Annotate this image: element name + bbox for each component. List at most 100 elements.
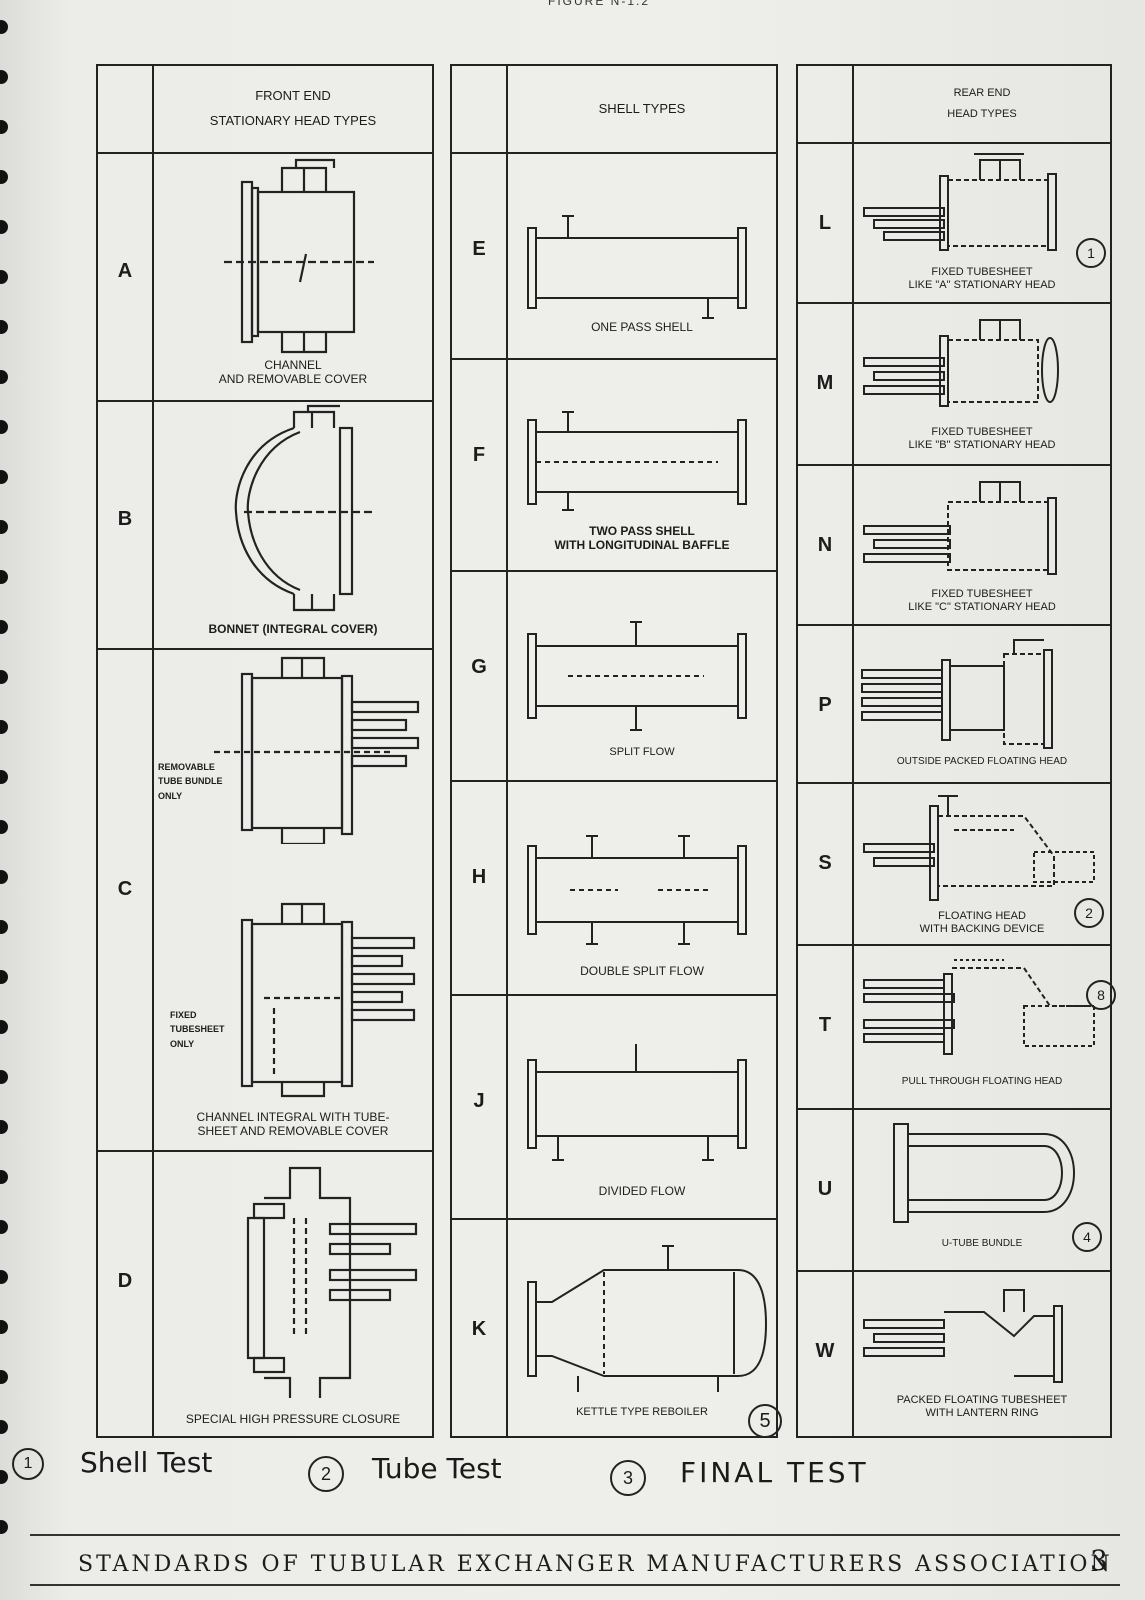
pull-through-floating-head-drawing [854, 950, 1110, 1074]
binder-hole [0, 120, 8, 134]
type-caption: SPLIT FLOW [609, 746, 675, 758]
header-line: SHELL TYPES [598, 100, 686, 116]
type-letter: D [117, 1270, 133, 1292]
binder-hole [0, 970, 8, 984]
floating-head-backing-drawing [854, 786, 1110, 904]
type-letter: B [117, 508, 133, 530]
channel-cover-drawing [154, 158, 432, 358]
header-line: STATIONARY HEAD TYPES [209, 113, 377, 128]
binder-hole [0, 1320, 8, 1334]
binder-hole [0, 420, 8, 434]
binder-hole [0, 1520, 8, 1534]
type-letter: W [815, 1340, 835, 1362]
bundle-note: REMOVABLE TUBE BUNDLE ONLY [158, 762, 223, 801]
kettle-reboiler-drawing [508, 1232, 776, 1402]
shell-row-h: H DOUBLE SPLIT FLOW [452, 780, 776, 996]
type-letter: G [471, 656, 487, 678]
binder-hole [0, 1270, 8, 1284]
divided-flow-drawing [508, 1014, 776, 1164]
front-end-header: FRONT END STATIONARY HEAD TYPES [98, 66, 432, 154]
binder-hole [0, 220, 8, 234]
type-letter: U [817, 1178, 833, 1200]
binder-hole [0, 270, 8, 284]
rear-end-column: REAR END HEAD TYPES L FIXED TUBESHEET [796, 64, 1112, 1438]
type-caption: FLOATING HEAD WITH BACKING DEVICE [919, 910, 1045, 936]
type-caption: FIXED TUBESHEET LIKE "C" STATIONARY HEAD [908, 588, 1056, 614]
header-line: FRONT END [255, 88, 331, 104]
shell-row-f: F TWO PASS SHELL WITH LONGITUDINAL BAFFL… [452, 358, 776, 572]
fixed-tubesheet-c-drawing [854, 470, 1110, 584]
shell-row-g: G SPLIT FLOW [452, 570, 776, 782]
shell-row-e: E ONE PASS SHELL [452, 152, 776, 360]
binder-hole [0, 1070, 8, 1084]
rear-end-header: REAR END HEAD TYPES [798, 66, 1110, 144]
u-tube-bundle-drawing [854, 1114, 1110, 1230]
circled-mark: 1 [1076, 238, 1106, 268]
binder-hole [0, 870, 8, 884]
type-caption: FIXED TUBESHEET LIKE "B" STATIONARY HEAD [908, 426, 1056, 452]
binder-hole [0, 470, 8, 484]
shell-row-j: J DIVIDED FLOW [452, 994, 776, 1220]
type-letter: F [472, 444, 486, 466]
front-end-column: FRONT END STATIONARY HEAD TYPES A CHANN [96, 64, 434, 1438]
type-letter: K [471, 1318, 487, 1340]
one-pass-shell-drawing [508, 170, 776, 320]
type-caption: DOUBLE SPLIT FLOW [580, 964, 704, 978]
letter-column [452, 66, 508, 1436]
handwritten-note: Tube Test [372, 1452, 502, 1485]
rear-row-l: L FIXED TUBESHEET LIKE "A" STATIONARY HE… [798, 142, 1110, 304]
binder-hole [0, 670, 8, 684]
outside-packed-floating-head-drawing [854, 630, 1110, 750]
fixed-tubesheet-b-drawing [854, 310, 1110, 422]
header-line: REAR END [953, 87, 1011, 100]
front-row-d: D SPECIAL HIGH PRESSURE CLOSURE [98, 1150, 432, 1436]
type-letter: L [818, 212, 832, 234]
binder-hole [0, 370, 8, 384]
type-letter: A [117, 260, 133, 282]
binder-hole [0, 520, 8, 534]
header-line: HEAD TYPES [947, 108, 1017, 120]
note-number: 1 [12, 1448, 44, 1480]
type-letter: P [818, 694, 832, 716]
binder-hole [0, 1470, 8, 1484]
binder-hole [0, 1170, 8, 1184]
shell-types-header: SHELL TYPES [452, 66, 776, 154]
type-caption: TWO PASS SHELL WITH LONGITUDINAL BAFFLE [554, 524, 730, 553]
rear-row-s: S FLOATING HEAD WITH BACKING DEVICE [798, 782, 1110, 946]
binder-hole [0, 320, 8, 334]
handwritten-note: Shell Test [80, 1446, 213, 1479]
type-letter: S [818, 852, 832, 874]
circled-mark: 4 [1072, 1222, 1102, 1252]
circled-mark: 8 [1086, 980, 1116, 1010]
rear-row-n: N FIXED TUBESHEET LIKE "C" STATIONARY HE… [798, 464, 1110, 626]
rear-row-m: M FIXED TUBESHEET LIKE "B" STATIONARY HE… [798, 302, 1110, 466]
binder-hole [0, 1020, 8, 1034]
handwritten-note: FINAL TEST [680, 1456, 869, 1489]
type-letter: N [817, 534, 833, 556]
type-letter: E [472, 238, 486, 260]
high-pressure-closure-drawing [154, 1158, 432, 1398]
type-letter: J [473, 1090, 485, 1112]
binder-hole [0, 1220, 8, 1234]
binder-hole [0, 770, 8, 784]
footer-rule [30, 1534, 1120, 1536]
letter-column [98, 66, 154, 1436]
type-caption: FIXED TUBESHEET LIKE "A" STATIONARY HEAD [908, 266, 1056, 292]
rear-row-p: P OUTSIDE PACKED FLOATING HEAD [798, 624, 1110, 784]
page-number: 3 [1090, 1544, 1108, 1577]
type-caption: PULL THROUGH FLOATING HEAD [901, 1076, 1063, 1087]
binder-hole [0, 720, 8, 734]
binder-hole [0, 70, 8, 84]
front-row-c: C REMOVABLE TUBE BUNDLE ONLY [98, 648, 432, 1152]
type-caption: U-TUBE BUNDLE [941, 1238, 1023, 1249]
binder-hole [0, 620, 8, 634]
type-caption: CHANNEL AND REMOVABLE COVER [218, 358, 368, 387]
figure-label: FIGURE N-1.2 [548, 0, 651, 8]
binder-hole [0, 1370, 8, 1384]
front-row-b: B BONNET (INTEGRAL COVER) [98, 400, 432, 650]
type-caption: ONE PASS SHELL [591, 320, 693, 334]
binder-hole [0, 170, 8, 184]
type-caption: SPECIAL HIGH PRESSURE CLOSURE [185, 1412, 401, 1426]
double-split-flow-drawing [508, 820, 776, 960]
